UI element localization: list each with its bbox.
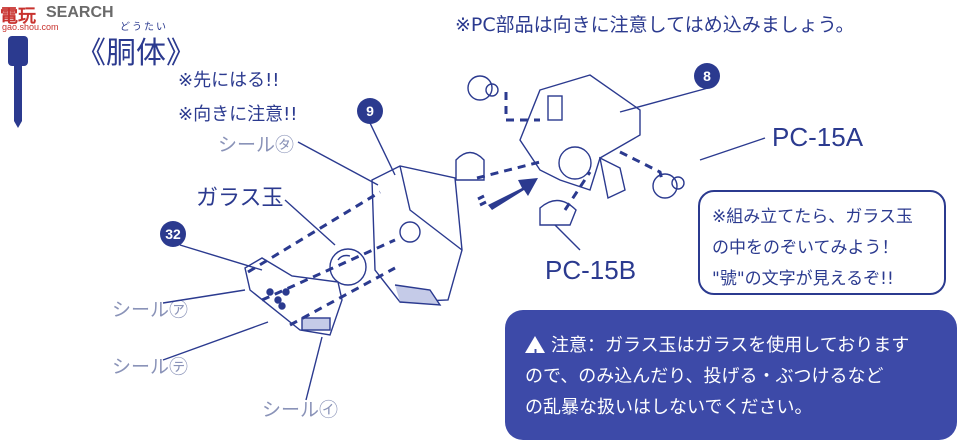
section-title: 《胴体》 <box>76 36 196 71</box>
arrow-icon <box>477 178 538 210</box>
leader-seal-a <box>162 289 246 304</box>
pc-cap-left <box>455 151 485 181</box>
leader-glass-ball <box>284 199 336 246</box>
guide-upper <box>247 190 381 274</box>
leader-step-9 <box>369 122 396 176</box>
step-9-badge: 9 <box>357 98 383 124</box>
part-9 <box>371 165 463 303</box>
caution-panel: 注意：ガラス玉はガラスを使用しております ので、のみ込んだり、投げる・ぶつけるな… <box>505 310 957 440</box>
leader-pc15a <box>699 137 766 161</box>
label-seal-i: シール㋑ <box>262 400 339 421</box>
note-orientation: ※向きに注意!! <box>178 104 298 125</box>
step-8-badge: 8 <box>694 63 720 89</box>
label-glass-ball: ガラス玉 <box>196 186 284 211</box>
assembly-note-box: ※組み立てたら、ガラス玉 の中をのぞいてみよう！ "號"の文字が見えるぞ!! <box>698 190 946 295</box>
watermark-site: gao.shou.com <box>2 22 59 32</box>
label-pc15a: PC-15A <box>772 122 864 152</box>
watermark-banner: 電玩 SEARCH gao.shou.com <box>0 0 215 32</box>
section-title-ruby: どうたい <box>120 22 168 33</box>
step-32-badge: 32 <box>160 221 186 247</box>
guide-top-left <box>504 92 540 122</box>
leader-seal-i <box>305 336 323 401</box>
leader-pc15b <box>554 224 581 251</box>
leader-seal-ta <box>297 141 379 186</box>
label-seal-a: シール㋐ <box>112 300 189 321</box>
glass-ball <box>329 248 367 286</box>
leader-seal-te <box>162 321 269 361</box>
pc-cap-right <box>652 173 678 199</box>
watermark-brand: 電玩 <box>0 6 36 26</box>
leader-step-8 <box>619 87 709 113</box>
warning-icon <box>525 336 545 369</box>
guide-right <box>619 150 664 181</box>
watermark-search: SEARCH <box>46 4 114 21</box>
screwdriver-icon <box>8 36 28 128</box>
caution-line-1: 注意：ガラス玉はガラスを使用しております <box>525 330 945 369</box>
label-pc15b: PC-15B <box>545 255 637 285</box>
part-32 <box>244 257 343 336</box>
pc-cap-top <box>467 75 493 101</box>
leader-step-32 <box>179 244 263 271</box>
part-8 <box>519 74 641 191</box>
label-seal-ta: シール㋟ <box>218 135 295 156</box>
pc-cap-bottom <box>539 199 577 226</box>
guide-left <box>476 160 541 180</box>
label-seal-te: シール㋢ <box>112 357 189 378</box>
guide-lower <box>289 266 396 327</box>
assembly-note-line-2: の中をのぞいてみよう！ <box>712 238 899 258</box>
caution-line-3: の乱暴な扱いはしないでください。 <box>525 397 813 418</box>
caution-line-1-text: 注意：ガラス玉はガラスを使用しております <box>551 335 910 356</box>
note-stick-first: ※先にはる!! <box>178 70 280 91</box>
assembly-note-line-1: ※組み立てたら、ガラス玉 <box>712 207 913 227</box>
guide-middle <box>261 238 396 302</box>
caution-line-2: ので、のみ込んだり、投げる・ぶつけるなど <box>525 366 884 387</box>
top-note: ※PC部品は向きに注意してはめ込みましょう。 <box>455 14 855 36</box>
assembly-note-line-3: "號"の文字が見えるぞ!! <box>712 269 894 289</box>
